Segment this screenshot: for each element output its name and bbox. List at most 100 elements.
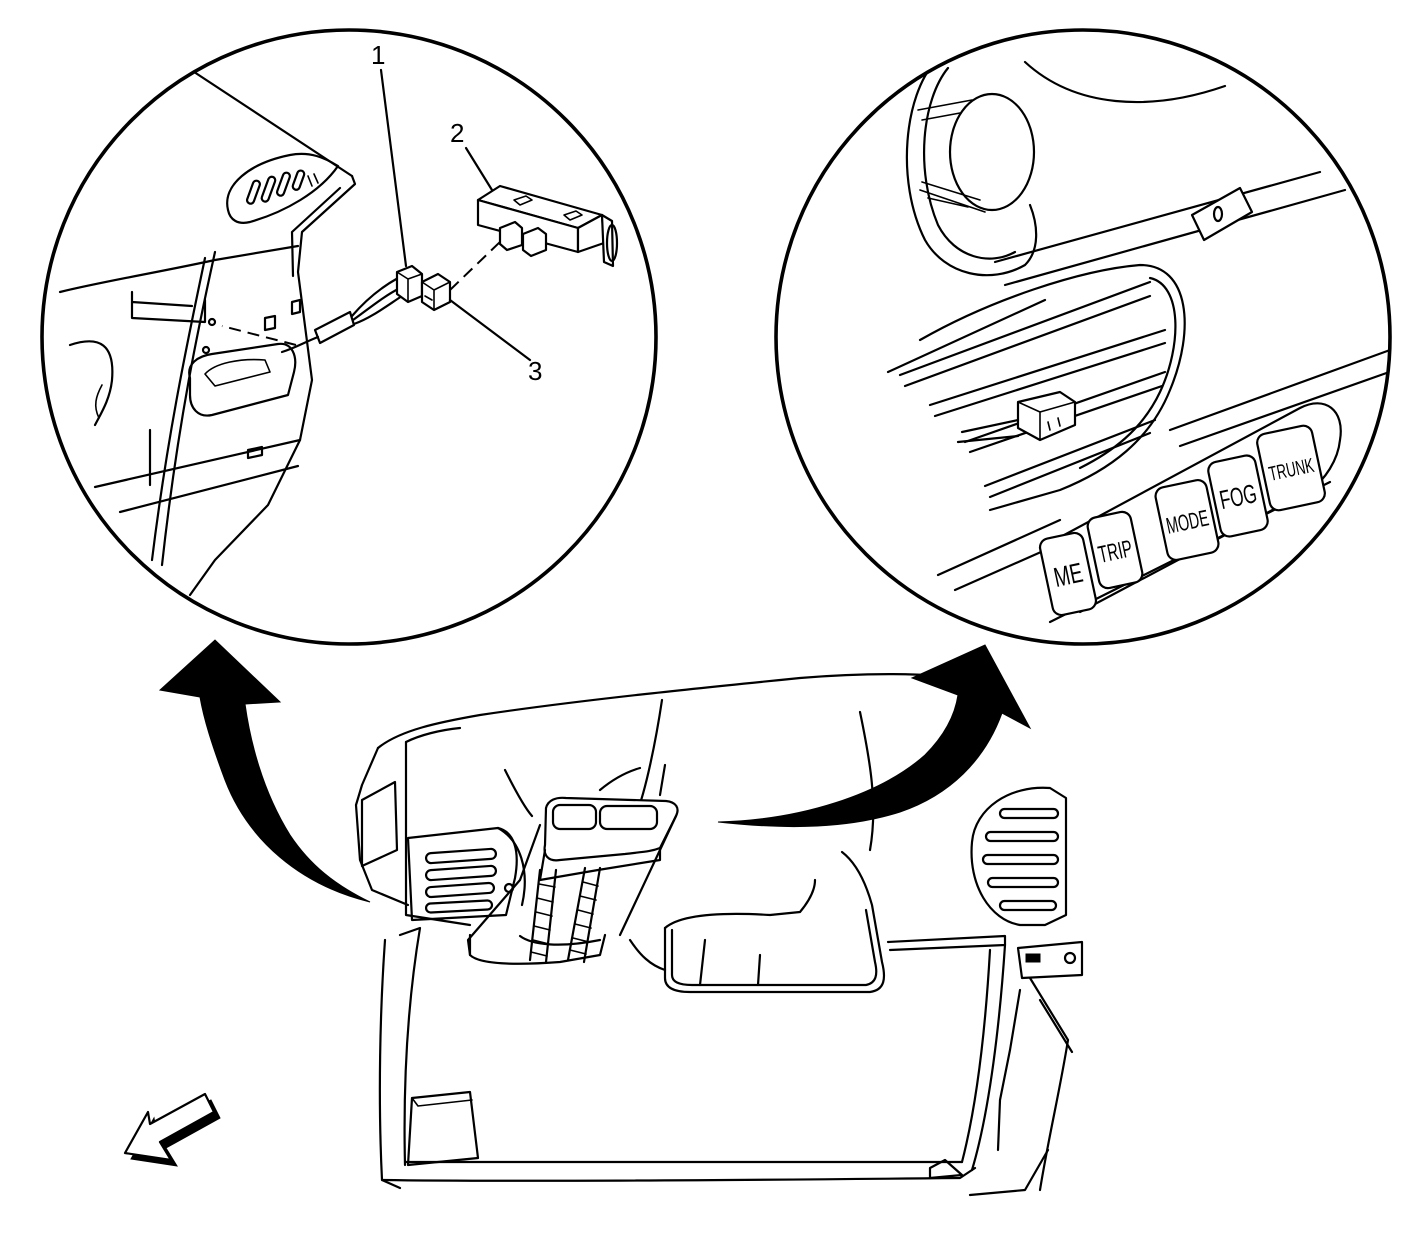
dash-surface-line <box>1168 348 1389 432</box>
dash-top-surface <box>58 244 300 294</box>
callout-label-2: 2 <box>450 118 464 148</box>
vent-slat <box>928 328 1167 407</box>
dash-contour <box>598 766 642 792</box>
left-detail-content <box>58 64 619 597</box>
switch-tab <box>521 226 548 258</box>
knob-bezel-inner <box>922 66 1017 260</box>
panel-opening-inner <box>204 358 271 387</box>
pedal-edge <box>411 1097 473 1107</box>
dash-panel-outline <box>188 174 357 597</box>
callout-leader-3 <box>448 298 532 362</box>
dash-top-line <box>376 673 1014 750</box>
harness-wire <box>352 294 404 326</box>
switch-button-trunk: TRUNK <box>1256 424 1326 512</box>
knee-bolster-inner <box>670 908 878 987</box>
vent-slat <box>898 280 1152 377</box>
bracket-bolt-hole <box>1063 951 1077 965</box>
harness-cable <box>150 256 207 562</box>
switch-button-trip: TRIP <box>1086 510 1144 590</box>
vent-slat <box>933 341 1167 418</box>
left-detail-view: 1 2 3 <box>40 28 658 646</box>
harness-sleeve <box>313 310 356 345</box>
mount-bracket-right <box>1016 940 1084 980</box>
switch-tab <box>498 220 524 252</box>
right-pillar-detail <box>968 998 1074 1197</box>
callout-label-1: 1 <box>371 40 385 70</box>
harness-bundle <box>468 933 607 965</box>
connector-edge <box>421 281 451 311</box>
lower-panel-bottom <box>380 1166 977 1182</box>
right-pillar-inner <box>996 988 1022 1152</box>
curved-arrow-left-icon <box>158 639 371 903</box>
right-detail-circle <box>774 28 1392 646</box>
air-vent-slats <box>898 280 1167 499</box>
alignment-line <box>449 239 503 291</box>
harness-wrap <box>569 881 599 955</box>
dash-surface-line <box>936 518 1062 577</box>
harness-bundle <box>518 934 602 946</box>
alignment-line <box>221 325 297 346</box>
pedal-pad <box>406 1090 480 1167</box>
switch-connector-2 <box>476 184 619 268</box>
dash-contour <box>658 763 667 797</box>
air-vent-outline <box>918 263 1186 512</box>
left-detail-circle <box>40 28 658 646</box>
panel-foot <box>928 1158 964 1180</box>
panel-hole <box>201 345 211 355</box>
dash-surface-line <box>993 170 1322 264</box>
harness-wire <box>350 276 400 318</box>
right-detail-view: ME TRIP MODE FOG TRUNK <box>774 28 1392 646</box>
right-pillar <box>1028 976 1070 1192</box>
connector-body <box>420 272 452 312</box>
defroster-vent-slats <box>245 169 319 205</box>
right-detail-content: ME TRIP MODE FOG TRUNK <box>886 58 1389 624</box>
side-wire <box>68 340 114 427</box>
dash-surface-line <box>953 546 1052 592</box>
knee-bolster-detail <box>628 938 762 987</box>
knob-bezel <box>905 60 1038 277</box>
panel-slot <box>263 314 277 332</box>
switch-button-body <box>1038 531 1098 617</box>
switch-button-body <box>1086 510 1144 590</box>
switch-button-label: ME <box>1051 557 1086 594</box>
vent-slat <box>983 418 1157 488</box>
switch-harness <box>468 866 607 965</box>
connector-edge <box>396 271 423 303</box>
right-air-vent <box>970 786 1068 927</box>
panel-inner-edge <box>290 186 342 278</box>
vent-slat <box>307 173 319 187</box>
switch-module-button <box>598 804 659 831</box>
side-wire <box>94 384 103 419</box>
harness-wrap <box>530 883 556 957</box>
vent-slat <box>998 807 1060 820</box>
arrow-face <box>123 1092 216 1162</box>
vent-slat <box>424 881 496 899</box>
slider-body <box>1016 390 1077 442</box>
knob-shaft-line <box>917 99 986 213</box>
instrument-panel-overview <box>354 673 1084 1197</box>
dash-side-panel <box>360 780 399 868</box>
indicator-mark <box>1212 205 1224 223</box>
lower-panel-left-outer <box>378 938 402 1190</box>
vent-slat <box>984 830 1060 843</box>
knob-face <box>948 92 1036 212</box>
dash-surface-line <box>1178 368 1389 448</box>
switch-button-body <box>1154 478 1220 562</box>
vent-slat <box>260 175 277 203</box>
defroster-vent <box>226 152 340 224</box>
vent-adjust-slider <box>1016 390 1077 442</box>
vent-slat <box>424 847 498 865</box>
dash-contour <box>1023 60 1227 104</box>
vent-slat <box>291 169 306 191</box>
dash-left-edge <box>354 746 410 907</box>
dash-contour <box>858 710 875 852</box>
lower-panel-top-right <box>886 934 1007 952</box>
vent-slat <box>903 294 1152 388</box>
panel-opening <box>188 342 297 417</box>
vent-slat <box>998 899 1058 912</box>
switch-button-body <box>1256 424 1326 512</box>
harness-wire <box>280 335 320 354</box>
knee-bolster-outline <box>663 850 886 994</box>
slider-edge <box>1017 401 1076 441</box>
